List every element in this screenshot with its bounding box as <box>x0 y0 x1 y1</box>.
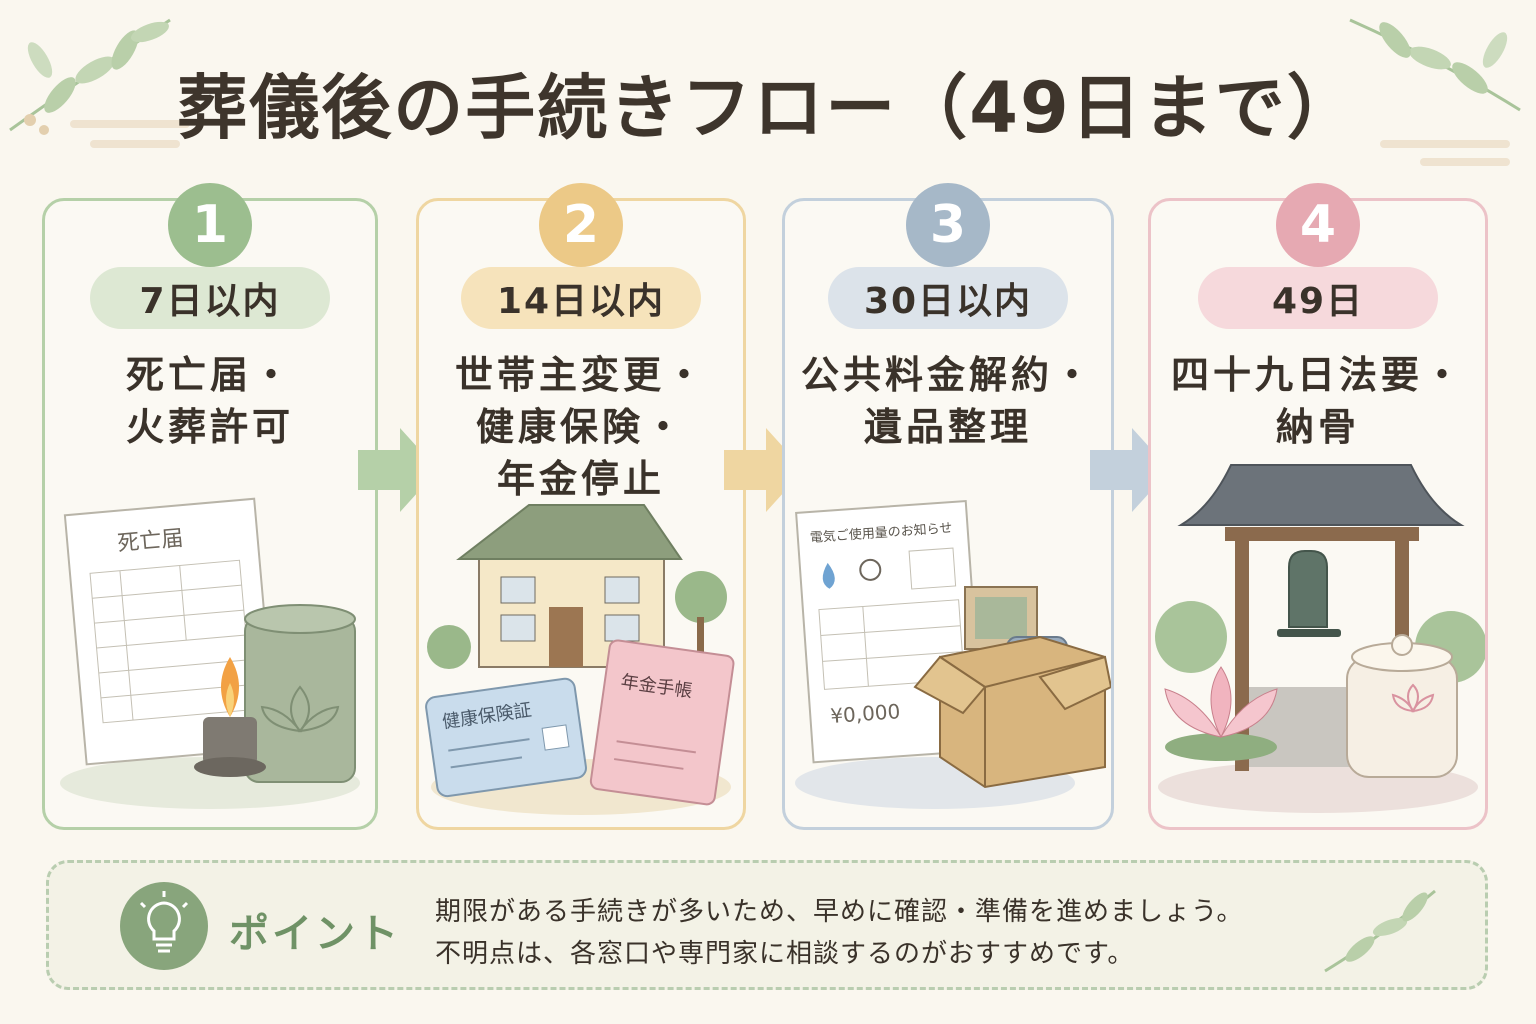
tip-label: ポイント <box>229 911 401 957</box>
urn-icon <box>244 604 356 783</box>
incense-flame-icon <box>194 657 266 777</box>
house-icon <box>456 504 683 668</box>
step-number-badge: 2 <box>539 183 623 267</box>
leaf-branch-decoration <box>9 18 190 148</box>
step-deadline: 30日以内 <box>828 267 1068 329</box>
step-title: 四十九日法要・ 納骨 <box>1170 353 1465 449</box>
tip-text: 期限がある手続きが多いため、早めに確認・準備を進めましょう。 不明点は、各窓口や… <box>435 897 1244 969</box>
step-number-badge: 1 <box>168 183 252 267</box>
step-title: 公共料金解約・ 遺品整理 <box>800 353 1095 449</box>
tip-box: ポイント 期限がある手続きが多いため、早めに確認・準備を進めましょう。 不明点は… <box>46 860 1488 990</box>
step-number-badge: 4 <box>1276 183 1360 267</box>
leaf-branch-decoration <box>1349 18 1521 166</box>
bell-icon <box>1288 550 1328 628</box>
step-number-badge: 3 <box>906 183 990 267</box>
svg-text:¥0,000: ¥0,000 <box>830 699 901 728</box>
step-title: 世帯主変更・ 健康保険・ 年金停止 <box>454 353 707 501</box>
step-deadline: 7日以内 <box>90 267 330 329</box>
house-insurance-illustration: 健康保険証 年金手帳 <box>425 504 735 815</box>
step-card-4: 4 49日 四十九日法要・ 納骨 <box>1148 183 1488 830</box>
temple-memorial-illustration <box>1155 464 1485 813</box>
bill-moving-box-illustration: 電気ご使用量のお知らせ ¥0,000 <box>795 499 1111 809</box>
water-drop-icon <box>822 562 835 589</box>
insurance-card-icon: 健康保険証 <box>425 677 587 798</box>
step-deadline: 14日以内 <box>461 267 701 329</box>
step-title: 死亡届・ 火葬許可 <box>125 353 294 449</box>
form-title: 死亡届 <box>117 526 185 557</box>
step-deadline: 49日 <box>1198 267 1438 329</box>
lotus-flower-icon <box>1164 666 1278 761</box>
step-card-1: 1 7日以内 死亡届・ 火葬許可 死亡届 <box>42 183 378 830</box>
pension-book-icon: 年金手帳 <box>589 639 735 806</box>
step-card-3: 3 30日以内 公共料金解約・ 遺品整理 電気ご使用量のお知らせ ¥0,000 <box>782 183 1114 830</box>
cardboard-box-icon <box>913 586 1111 789</box>
light-bulb-icon <box>120 882 208 970</box>
step-card-2: 2 14日以内 世帯主変更・ 健康保険・ 年金停止 健康保険証 年金手帳 <box>416 183 746 830</box>
urn-jar-icon <box>1346 634 1458 778</box>
light-bulb-icon <box>859 558 882 581</box>
death-certificate-urn-illustration: 死亡届 <box>60 497 360 809</box>
leaf-branch-decoration <box>1324 889 1436 973</box>
page-title: 葬儀後の手続きフロー（49日まで） <box>177 67 1359 149</box>
